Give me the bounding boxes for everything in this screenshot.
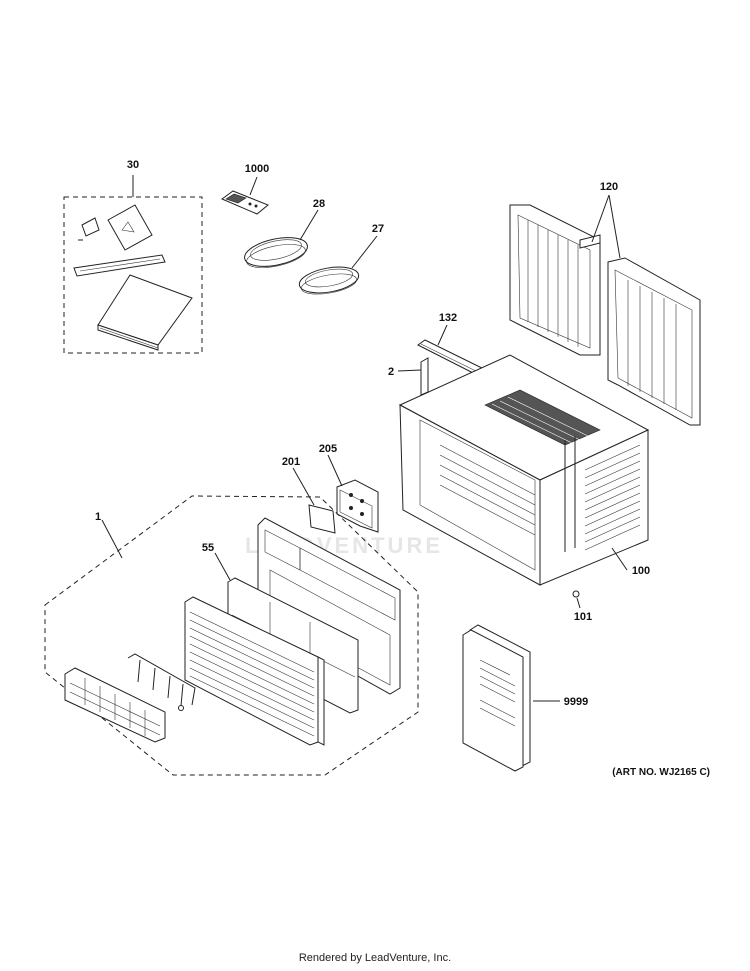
callout-132: 132 [439,312,457,324]
callout-28: 28 [313,198,325,210]
part-100-cabinet[interactable] [398,354,650,586]
callout-30: 30 [127,159,139,171]
callout-101: 101 [574,611,592,623]
part-1000-remote[interactable] [220,176,269,215]
callout-100: 100 [632,565,650,577]
footer-credit: Rendered by LeadVenture, Inc. [298,952,452,964]
part-28-seal[interactable] [242,209,319,272]
part-120-side-panels[interactable] [509,194,701,426]
callout-205: 205 [319,443,337,455]
part-27-seal[interactable] [297,235,378,298]
callout-1000: 1000 [245,163,269,175]
art-number: (ART NO. WJ2165 C) [612,767,710,778]
callout-2: 2 [388,366,394,378]
callout-201: 201 [282,456,300,468]
callout-9999: 9999 [564,696,588,708]
part-front-grille[interactable] [184,596,325,746]
part-9999-manual[interactable] [462,624,560,772]
callout-55: 55 [202,542,214,554]
part-louver-bracket[interactable] [127,653,196,711]
part-louver-assembly[interactable] [64,667,166,743]
part-2-bracket[interactable] [397,357,429,396]
part-101-screw[interactable] [572,590,581,609]
part-group-1-front-assembly[interactable] [44,495,419,776]
part-201-label[interactable] [292,467,336,534]
part-group-30[interactable] [63,175,203,354]
callout-120: 120 [600,181,618,193]
callout-27: 27 [372,223,384,235]
part-205-control-board[interactable] [327,454,379,533]
callout-1: 1 [95,511,101,523]
